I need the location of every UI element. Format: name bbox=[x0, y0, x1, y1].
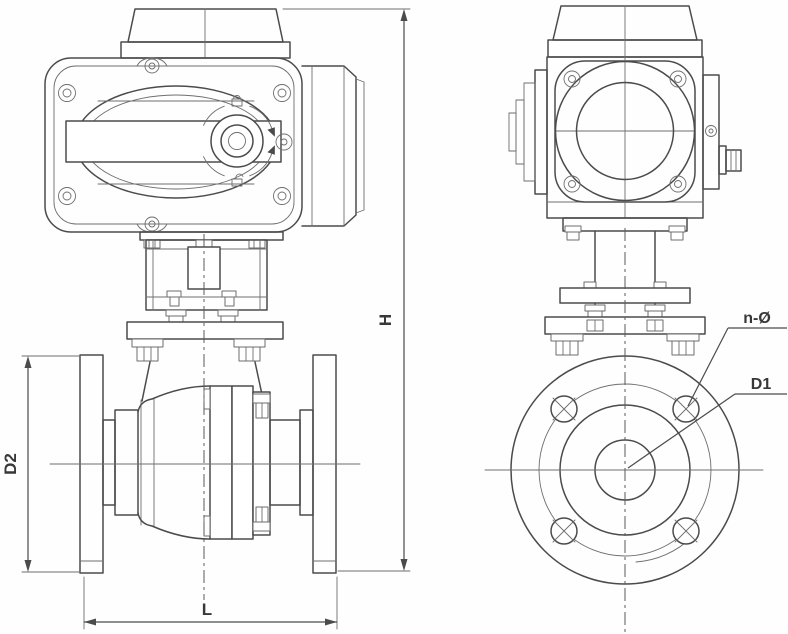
center-body-joint bbox=[203, 385, 271, 540]
dimension-l-label: L bbox=[202, 600, 212, 619]
housing-corner-screws bbox=[58, 84, 291, 205]
mounting-plate-side bbox=[126, 321, 284, 340]
set-button bbox=[275, 133, 293, 151]
dimension-h-label: H bbox=[376, 314, 395, 326]
faceplate-corner-screws bbox=[563, 70, 687, 193]
actuator-housing-side bbox=[44, 57, 303, 233]
housing-lugs bbox=[136, 57, 168, 233]
dimension-d2-label: D2 bbox=[1, 453, 20, 475]
bolt-circle-label: D1 bbox=[751, 376, 772, 393]
mounting-bracket-side bbox=[126, 231, 284, 362]
dimension-h: H bbox=[282, 8, 411, 572]
actuator-housing-front bbox=[508, 5, 742, 219]
cable-connector bbox=[702, 74, 742, 190]
callout-bolt-holes: n-Ø bbox=[687, 310, 787, 407]
lock-closed-icon bbox=[231, 95, 243, 107]
terminal-block-fins bbox=[508, 69, 548, 195]
position-indicator-knob bbox=[210, 114, 264, 168]
bolt-holes-label: n-Ø bbox=[743, 310, 771, 327]
bolt-hole-cross-icon bbox=[550, 395, 700, 545]
actuator-top-cap bbox=[120, 8, 291, 59]
side-view: H D2 L bbox=[1, 8, 411, 630]
dimension-d2: D2 bbox=[1, 355, 81, 573]
motor-housing-side bbox=[301, 65, 365, 227]
valve-body-side bbox=[79, 354, 337, 574]
lock-open-icon bbox=[231, 173, 244, 187]
dimension-l: L bbox=[83, 576, 338, 630]
callout-bolt-circle: D1 bbox=[627, 376, 787, 469]
front-view: n-Ø D1 bbox=[484, 5, 787, 632]
rotation-arrow-icon bbox=[203, 105, 275, 177]
